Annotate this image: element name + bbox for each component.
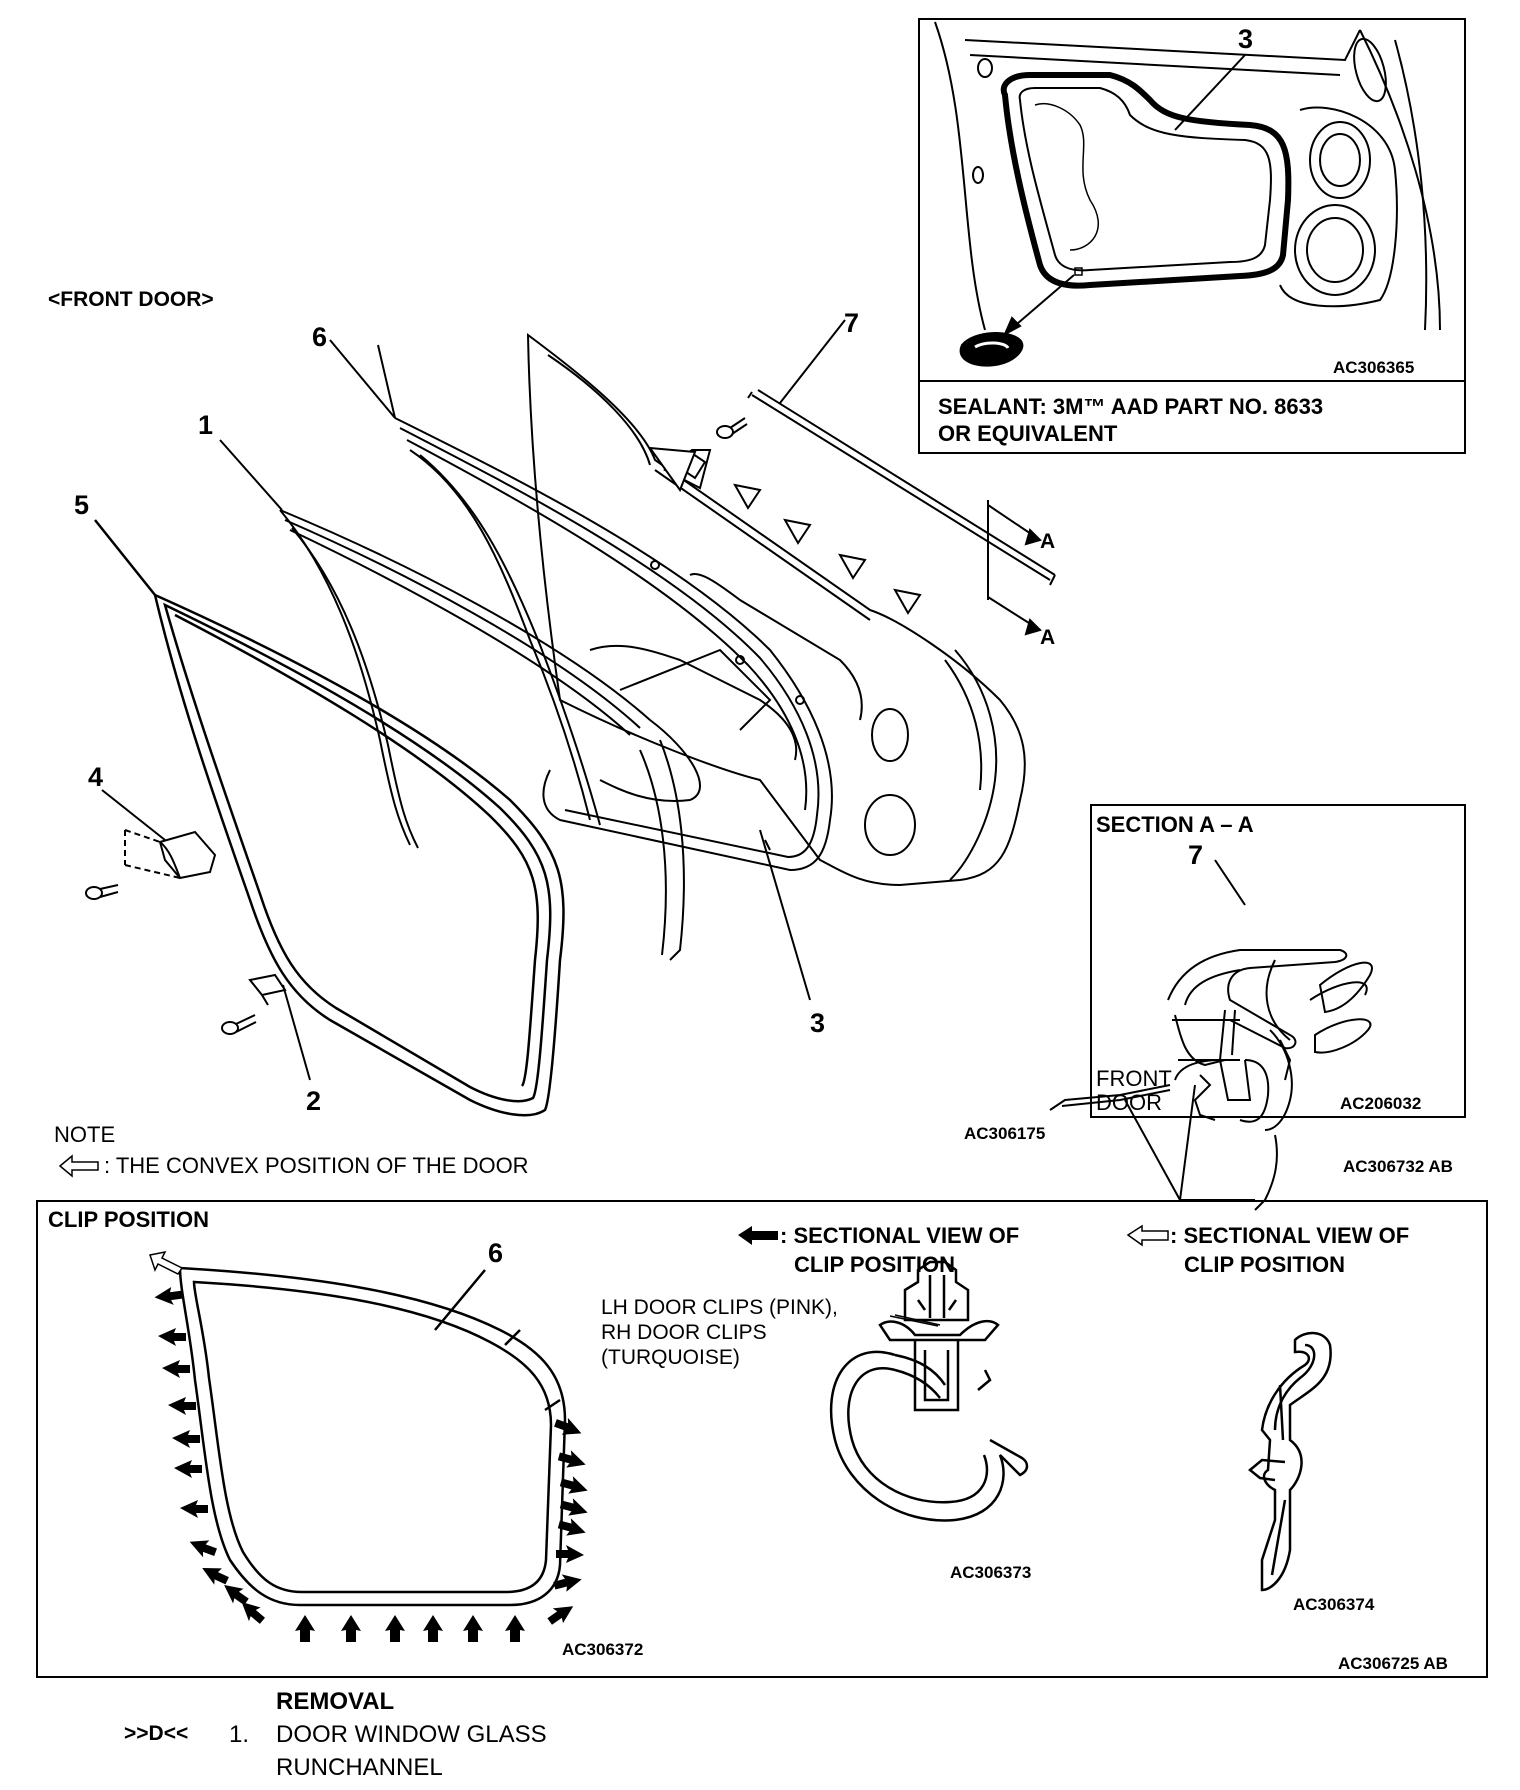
note-title: NOTE <box>54 1122 116 1147</box>
front-door-label: <FRONT DOOR> <box>48 288 214 311</box>
section-aa-code: AC206032 <box>1340 1094 1422 1113</box>
bracket-part4 <box>85 789 217 900</box>
legend-hollow-arrow-icon <box>1126 1224 1169 1247</box>
legend-solid-line2: CLIP POSITION <box>794 1252 955 1277</box>
frame-part6 <box>329 339 833 872</box>
sealant-inset-drawing <box>934 21 1441 367</box>
callout-1: 1 <box>198 410 214 440</box>
removal-item-number: 1. <box>229 1721 250 1748</box>
callout-3-main: 3 <box>810 1008 826 1038</box>
clip-note-leader <box>889 1315 939 1327</box>
removal-item-line2: RUNCHANNEL <box>276 1754 443 1781</box>
clip-figure-code: AC306725 AB <box>1338 1654 1448 1673</box>
clip-note-line1: LH DOOR CLIPS (PINK), <box>601 1296 838 1319</box>
main-figure-code: AC306732 AB <box>1343 1157 1453 1176</box>
removal-marker: >>D<< <box>124 1722 189 1745</box>
legend-hollow-line1: : SECTIONAL VIEW OF <box>1170 1223 1410 1248</box>
clip-note-line2: RH DOOR CLIPS <box>601 1321 767 1344</box>
callout-6-clip: 6 <box>488 1238 504 1268</box>
channel-part1 <box>219 439 701 961</box>
callout-5: 5 <box>74 490 90 520</box>
belt-molding-part7 <box>716 319 1056 636</box>
clip-arrows-bottom <box>295 1615 525 1642</box>
callout-3-inset: 3 <box>1238 24 1254 54</box>
clip-hollow-section-code: AC306374 <box>1293 1595 1375 1614</box>
section-arrow-label-bottom: A <box>1040 626 1056 649</box>
legend-hollow-line2: CLIP POSITION <box>1184 1252 1345 1277</box>
section-aa-front-door-line2: DOOR <box>1096 1090 1162 1115</box>
callout-7-main: 7 <box>844 308 860 338</box>
sealant-roll-icon <box>959 332 1024 367</box>
sealant-inset-frame <box>918 18 1466 454</box>
sealant-text-line1: SEALANT: 3M™ AAD PART NO. 8633 <box>938 394 1324 419</box>
weatherstrip-part5 <box>94 519 565 1117</box>
sealant-inset-divider <box>918 380 1466 382</box>
removal-heading: REMOVAL <box>276 1688 395 1715</box>
clip-part2 <box>221 973 311 1081</box>
convex-position-arrows <box>647 446 922 615</box>
clip-section-hollow <box>1248 1331 1332 1592</box>
clip-outline-code: AC306372 <box>562 1640 644 1659</box>
sealant-inset-code: AC306365 <box>1333 358 1415 377</box>
section-aa-frame <box>1090 804 1466 1118</box>
note-hollow-arrow-icon <box>58 1154 99 1178</box>
main-diagram-code: AC306175 <box>964 1124 1046 1143</box>
sealant-text-line2: OR EQUIVALENT <box>938 421 1118 446</box>
callout-4: 4 <box>88 762 104 792</box>
clip-note-line3: (TURQUOISE) <box>601 1346 740 1369</box>
clip-section-solid <box>829 1260 1029 1522</box>
legend-solid-line1: : SECTIONAL VIEW OF <box>780 1223 1020 1248</box>
clip-position-outline <box>178 1266 567 1607</box>
clip-solid-section-code: AC306373 <box>950 1563 1032 1582</box>
note-text: : THE CONVEX POSITION OF THE DOOR <box>104 1153 529 1178</box>
callout-6-main: 6 <box>312 322 328 352</box>
clip-hollow-arrow-icon <box>149 1250 184 1275</box>
section-aa-title: SECTION A – A <box>1096 812 1254 837</box>
section-aa-front-door-line1: FRONT <box>1096 1066 1172 1091</box>
section-arrow-label-top: A <box>1040 530 1056 553</box>
callout-2: 2 <box>306 1086 322 1116</box>
clip-position-title: CLIP POSITION <box>48 1207 209 1232</box>
sealant-bead-outline <box>1000 72 1292 289</box>
leader-part3 <box>759 829 811 1001</box>
legend-solid-arrow-icon <box>738 1226 778 1245</box>
clip-position-frame <box>36 1200 1488 1678</box>
clip-arrows-left <box>154 1287 266 1624</box>
section-aa-drawing <box>1049 859 1373 1211</box>
removal-item-line1: DOOR WINDOW GLASS <box>276 1721 547 1748</box>
callout-7-section: 7 <box>1188 840 1204 870</box>
clip-arrows-right <box>547 1417 588 1625</box>
